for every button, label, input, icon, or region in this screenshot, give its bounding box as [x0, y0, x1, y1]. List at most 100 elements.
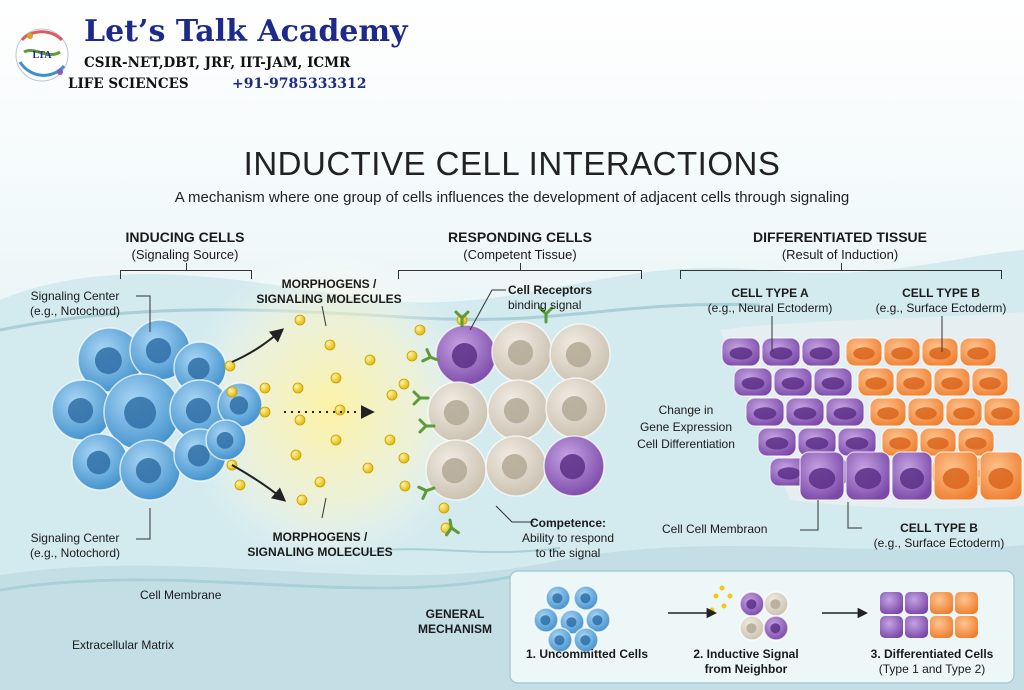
cell-type-b-cell: [971, 367, 1009, 397]
mechanism-responding-cell: [763, 615, 789, 641]
cell-type-b-cell: [845, 337, 883, 367]
mechanism-responding-cell: [739, 591, 765, 617]
mechanism-differentiated-cell: [880, 592, 903, 614]
cell-type-b-cell: [957, 427, 995, 457]
mechanism-responding-cell: [739, 615, 765, 641]
competent-cell: [485, 435, 547, 497]
signal-molecule: [438, 502, 450, 514]
mechanism-differentiated-cell: [905, 592, 928, 614]
morphogens-top: MORPHOGENS /SIGNALING MOLECULES: [256, 277, 402, 306]
cell-type-b-cell: [919, 427, 957, 457]
inducing-cell: [205, 419, 247, 461]
mechanism-differentiated-cell: [930, 592, 953, 614]
mechanism-signal-dot: [727, 593, 733, 599]
brand-exams: CSIR-NET,DBT, JRF, IIT-JAM, ICMR: [84, 55, 351, 71]
receptor-icon: [418, 418, 436, 434]
signal-molecule: [414, 324, 426, 336]
signal-molecule: [330, 434, 342, 446]
cell-type-b-top-label: CELL TYPE B(e.g., Surface Ectoderm): [875, 286, 1007, 315]
competent-cell: [425, 439, 487, 501]
competent-cell: [545, 377, 607, 439]
inducing-cell: [51, 379, 113, 441]
signal-arrow-up: [231, 328, 285, 363]
signal-molecule: [386, 389, 398, 401]
cell-type-b-cell: [881, 427, 919, 457]
brace-responding: [398, 263, 642, 279]
inducing-cell: [173, 341, 227, 395]
signal-molecule: [226, 386, 238, 398]
signal-molecule: [294, 414, 306, 426]
signal-molecule: [384, 434, 396, 446]
signal-molecule: [362, 462, 374, 474]
inducing-cell: [103, 373, 181, 451]
signal-molecule: [294, 314, 306, 326]
signal-molecule: [334, 404, 346, 416]
uncommitted-cell: [547, 627, 573, 653]
cell-type-a-cell: [757, 427, 797, 457]
mechanism-step-3: 3. Differentiated Cells(Type 1 and Type …: [870, 647, 994, 676]
uncommitted-cell: [585, 607, 611, 633]
competent-cell: [549, 323, 611, 385]
signal-molecule: [330, 372, 342, 384]
receptor-icon: [421, 348, 440, 363]
mechanism-signal-dot: [713, 593, 719, 599]
uncommitted-cell: [533, 607, 559, 633]
page-subtitle: A mechanism where one group of cells inf…: [174, 189, 850, 206]
cell-type-a-cell: [785, 397, 825, 427]
morphogens-bottom: MORPHOGENS /SIGNALING MOLECULES: [247, 530, 393, 559]
uncommitted-cell: [573, 627, 599, 653]
receptor-icon: [417, 485, 436, 500]
cell-type-b-cell: [933, 367, 971, 397]
cell-type-a-cell: [761, 337, 801, 367]
cell-type-a-cell: [733, 367, 773, 397]
inducing-cell: [77, 327, 143, 393]
cell-cell-membrane-label: Cell Cell Membraon: [662, 522, 768, 536]
signal-molecule: [398, 452, 410, 464]
signal-molecule: [292, 382, 304, 394]
cell-type-a-cell: [891, 451, 933, 501]
cell-type-b-cell: [869, 397, 907, 427]
signal-molecule: [224, 360, 236, 372]
cell-type-b-bottom-label: CELL TYPE B(e.g., Surface Ectoderm): [873, 521, 1005, 550]
cell-type-b-cell: [979, 451, 1023, 501]
cell-type-a-cell: [825, 397, 865, 427]
induced-cell: [543, 435, 605, 497]
inducing-cell: [119, 439, 181, 501]
signal-molecule: [399, 480, 411, 492]
cell-type-a-cell: [813, 367, 853, 397]
mechanism-step-1: 1. Uncommitted Cells: [525, 647, 649, 661]
signaling-center-top: Signaling Center(e.g., Notochord): [29, 289, 121, 318]
cell-type-b-cell: [959, 337, 997, 367]
mechanism-differentiated-cell: [930, 616, 953, 638]
induced-cell: [435, 324, 497, 386]
cell-membrane-label: Cell Membrane: [140, 588, 222, 602]
cell-type-b-cell: [883, 337, 921, 367]
mechanism-responding-cell: [763, 591, 789, 617]
cell-type-b-cell: [921, 337, 959, 367]
cell-type-b-cell: [907, 397, 945, 427]
signal-molecule: [296, 494, 308, 506]
differentiated-sub: (Result of Induction): [781, 247, 899, 262]
inducing-sub: (Signaling Source): [131, 247, 239, 262]
signal-molecule: [364, 354, 376, 366]
signal-molecule: [406, 350, 418, 362]
differentiated-title: DIFFERENTIATED TISSUE: [753, 229, 927, 245]
brace-differentiated: [680, 263, 1002, 279]
uncommitted-cell: [545, 585, 571, 611]
cell-type-b-cell: [983, 397, 1021, 427]
page-title: INDUCTIVE CELL INTERACTIONS: [243, 145, 781, 182]
receptor-icon: [445, 518, 460, 537]
cell-type-a-cell: [837, 427, 877, 457]
signal-molecule: [324, 339, 336, 351]
cell-type-b-cell: [857, 367, 895, 397]
signal-molecule: [290, 449, 302, 461]
brand-name: Let’s Talk Academy: [84, 14, 408, 49]
cell-type-b-cell: [895, 367, 933, 397]
cell-type-a-cell: [745, 397, 785, 427]
